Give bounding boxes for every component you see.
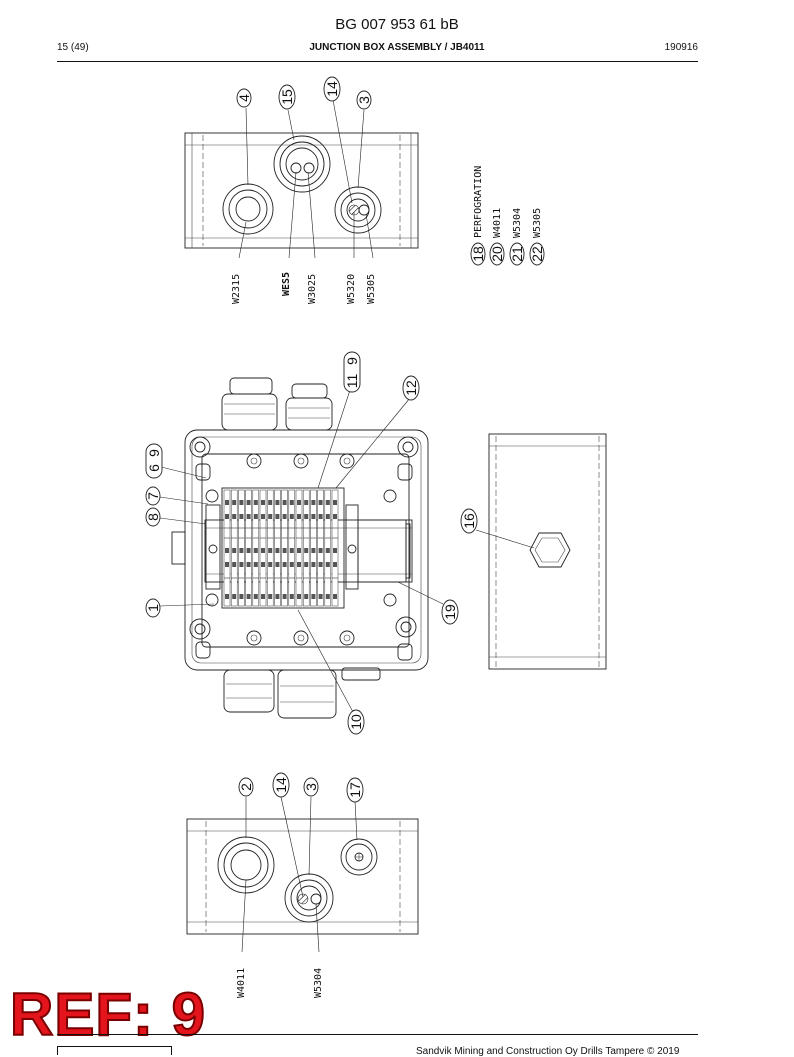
- svg-text:18: 18: [470, 246, 486, 262]
- document-title: JUNCTION BOX ASSEMBLY / JB4011: [309, 42, 485, 53]
- cable-label: W4011: [236, 968, 247, 998]
- svg-text:17: 17: [347, 782, 363, 798]
- top-view: 4 15 14 3 W2315 WES5 W3025 W5320 W5305: [184, 76, 419, 304]
- callout-17: 17: [346, 777, 364, 803]
- callout-14: 14: [323, 76, 341, 102]
- parts-list-item: 21 W5304: [509, 208, 525, 266]
- svg-text:6: 6: [146, 464, 162, 472]
- svg-text:7: 7: [145, 492, 161, 500]
- svg-text:8: 8: [145, 513, 161, 521]
- svg-text:20: 20: [489, 246, 505, 262]
- callout-2: 2: [238, 777, 254, 797]
- callout-15: 15: [278, 84, 296, 110]
- cable-label: WES5: [281, 272, 292, 296]
- svg-text:11: 11: [344, 374, 360, 389]
- document-id: BG 007 953 61 bB: [335, 16, 459, 33]
- svg-text:3: 3: [356, 96, 372, 104]
- callout-3-bottom: 3: [303, 777, 319, 797]
- cable-label: W5304: [313, 968, 324, 998]
- plug-17: [340, 838, 378, 876]
- footer-rule: [57, 1034, 698, 1035]
- footer-copyright: Sandvik Mining and Construction Oy Drill…: [416, 1046, 680, 1057]
- callout-10: 10: [347, 709, 365, 735]
- cable-gland-3: [334, 186, 382, 234]
- callout-16: 16: [460, 508, 478, 534]
- svg-text:15: 15: [279, 89, 295, 105]
- breather-plug-16: [529, 532, 571, 568]
- callout-7: 7: [145, 486, 161, 506]
- corner-screw: [397, 436, 419, 458]
- callout-19: 19: [441, 599, 459, 625]
- callout-12: 12: [402, 375, 420, 401]
- svg-text:10: 10: [348, 714, 364, 730]
- svg-text:21: 21: [509, 246, 525, 262]
- callout-11-9: 11 9: [343, 351, 361, 393]
- svg-text:16: 16: [461, 513, 477, 529]
- callout-3: 3: [356, 90, 372, 110]
- cable-gland-3-bottom: [284, 873, 334, 923]
- callout-6-9: 6 9: [145, 443, 163, 479]
- svg-text:1: 1: [145, 604, 161, 612]
- terminal-block: [221, 487, 345, 609]
- svg-text:2: 2: [238, 783, 254, 791]
- svg-text:3: 3: [303, 783, 319, 791]
- corner-screw: [189, 618, 211, 640]
- callout-1: 1: [145, 598, 161, 618]
- callout-14-bottom: 14: [272, 772, 290, 798]
- corner-screw: [189, 436, 211, 458]
- cable-label: W2315: [231, 274, 242, 304]
- front-view: 11 9 12 6 9 7 8 1 10 19: [145, 351, 459, 735]
- parts-list-item: 20 W4011: [489, 208, 505, 266]
- svg-text:9: 9: [344, 357, 360, 365]
- svg-text:W5305: W5305: [532, 208, 543, 238]
- cable-label: W3025: [307, 274, 318, 304]
- svg-text:W4011: W4011: [492, 208, 503, 238]
- document-date: 190916: [664, 42, 698, 53]
- page-number: 15 (49): [57, 42, 89, 53]
- cable-label: W5320: [346, 274, 357, 304]
- svg-text:W5304: W5304: [512, 208, 523, 238]
- callout-4: 4: [236, 88, 252, 108]
- side-view: 16: [460, 433, 607, 670]
- svg-text:4: 4: [236, 94, 252, 102]
- svg-text:19: 19: [442, 604, 458, 620]
- parts-list-item: 18 PERFOGRATION: [470, 166, 486, 266]
- ref-stamp: REF: 9: [9, 981, 207, 1048]
- callout-8: 8: [145, 507, 161, 527]
- header-rule: [57, 61, 698, 62]
- parts-list: 18 PERFOGRATION 20 W4011 21 W5304 22 W53…: [470, 166, 545, 266]
- svg-text:PERFOGRATION: PERFOGRATION: [473, 166, 484, 238]
- svg-text:14: 14: [273, 777, 289, 793]
- top-glands: [221, 377, 333, 431]
- svg-text:9: 9: [146, 449, 162, 457]
- cable-label: W5305: [366, 274, 377, 304]
- footer-logo: [57, 1046, 172, 1055]
- cable-gland-15: [273, 135, 331, 193]
- svg-text:22: 22: [529, 246, 545, 262]
- cable-gland-4: [222, 183, 274, 235]
- svg-text:14: 14: [324, 81, 340, 97]
- svg-text:12: 12: [403, 380, 419, 396]
- corner-screw: [395, 616, 417, 638]
- parts-list-item: 22 W5305: [529, 208, 545, 266]
- bottom-view: 2 14 3 17 W4011 W5304: [186, 772, 419, 998]
